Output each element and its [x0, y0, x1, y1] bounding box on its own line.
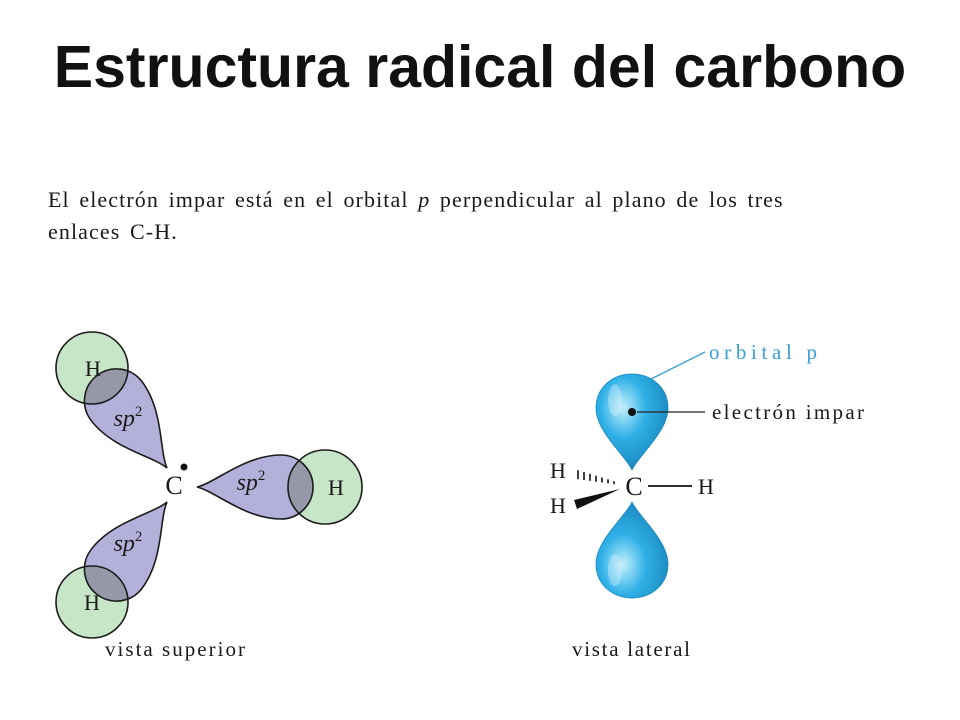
- hydrogen-orbital-outline: [287, 449, 363, 525]
- orbital-p-label: orbital p: [709, 340, 817, 364]
- caption-side-view: vista lateral: [572, 637, 690, 661]
- hydrogen-label-upper-left: H: [550, 458, 566, 483]
- p-orbital-upper-lobe: [595, 373, 669, 471]
- sp2-label-base: sp: [114, 406, 135, 432]
- carbon-label: C: [165, 471, 182, 500]
- solid-wedge-bond: [574, 489, 620, 509]
- body-text-end: perpendicular al plano de los tres enlac…: [48, 187, 784, 244]
- top-view-diagram: H H H sp2 sp2 sp2 C vista superior: [55, 331, 363, 661]
- sp2-label-right: sp2: [237, 468, 266, 496]
- sp2-label-superscript: 2: [258, 468, 266, 484]
- sp2-label-base: sp: [114, 531, 135, 557]
- side-view-diagram: orbital p electrón impar H H C H vista l…: [550, 340, 864, 661]
- unpaired-electron-dot: [180, 463, 188, 471]
- sp2-label-base: sp: [237, 470, 258, 496]
- p-orbital-lower-lobe: [595, 501, 669, 599]
- hydrogen-label-lower-left: H: [84, 590, 100, 615]
- hydrogen-label-right: H: [328, 475, 344, 500]
- p-lobe-highlight: [608, 554, 622, 586]
- unpaired-electron-label: electrón impar: [712, 400, 864, 424]
- hydrogen-label-lower-left: H: [550, 493, 566, 518]
- sp2-label-superscript: 2: [135, 404, 143, 420]
- hashed-wedge-bond: [577, 470, 615, 485]
- slide-title: Estructura radical del carbono: [53, 34, 907, 100]
- carbon-label: C: [625, 472, 642, 501]
- body-text-italic-p: p: [418, 187, 431, 212]
- sp2-label-superscript: 2: [135, 529, 143, 545]
- hydrogen-orbital-outline: [55, 565, 129, 639]
- body-paragraph: El electrón impar está en el orbital p p…: [48, 184, 808, 248]
- hydrogen-label-upper-left: H: [85, 356, 101, 381]
- orbital-p-leader-line: [650, 351, 706, 380]
- body-text-start: El electrón impar está en el orbital: [48, 187, 419, 212]
- hydrogen-orbital-outline: [55, 331, 129, 405]
- sp2-label-upper-left: sp2: [114, 404, 143, 432]
- unpaired-electron-dot: [628, 408, 636, 416]
- sp2-label-lower-left: sp2: [114, 529, 143, 557]
- p-lobe-highlight: [608, 384, 622, 416]
- caption-top-view: vista superior: [105, 637, 245, 661]
- hydrogen-label-right: H: [698, 474, 714, 499]
